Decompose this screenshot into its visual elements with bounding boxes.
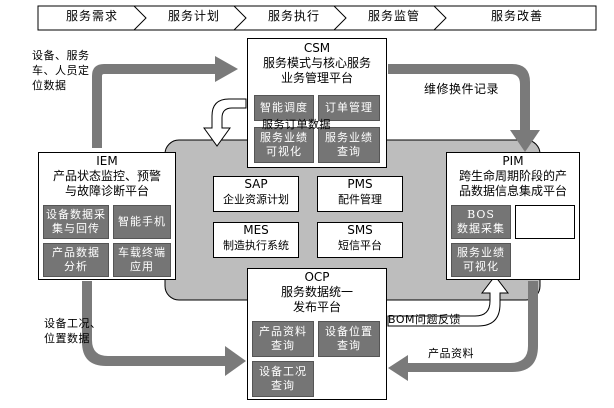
system-sap: SAP 企业资源计划: [213, 176, 299, 212]
arrow-iem-to-ocp: [82, 281, 246, 376]
iem-desc-2: 与故障诊断平台: [64, 184, 149, 198]
csm-name: CSM: [303, 41, 331, 55]
iem-panel: IEM 产品状态监控、预警 与故障诊断平台 设备数据采 集与回传 智能手机 产品…: [38, 152, 176, 280]
csm-title: CSM 服务模式与核心服务 业务管理平台: [248, 39, 386, 86]
stage-chevrons: [37, 5, 597, 31]
system-pms-name: PMS: [347, 177, 373, 191]
stage-label-4: 服务监管: [367, 8, 420, 23]
iem-cell-smartphone: 智能手机: [113, 205, 171, 239]
system-pms-desc: 配件管理: [338, 193, 382, 206]
ocp-name: OCP: [304, 270, 330, 284]
system-sap-name: SAP: [244, 177, 268, 191]
iem-desc-1: 产品状态监控、预警: [52, 169, 161, 183]
csm-desc-1: 服务模式与核心服务: [262, 56, 371, 70]
csm-cell-scheduling: 智能调度: [254, 95, 314, 121]
system-sms-name: SMS: [347, 223, 373, 237]
arrow-bom-feedback: [387, 275, 510, 327]
pim-name: PIM: [502, 154, 524, 168]
pim-cell-empty: [515, 205, 575, 239]
system-sms: SMS 短信平台: [317, 222, 403, 258]
system-mes: MES 制造执行系统: [213, 222, 299, 258]
csm-panel: CSM 服务模式与核心服务 业务管理平台 智能调度 订单管理 服务业绩 可视化 …: [247, 38, 387, 168]
csm-desc-2: 业务管理平台: [280, 71, 353, 85]
label-bom-feedback: BOM问题反馈: [388, 313, 462, 326]
arrow-device-location-to-csm: [92, 56, 238, 148]
csm-cell-order-management: 订单管理: [318, 95, 380, 121]
pim-cell-bos: BOS 数据采集: [451, 205, 511, 239]
label-product-info: 产品资料: [428, 347, 474, 360]
arrow-product-info: [388, 281, 538, 381]
ocp-cell-device-condition: 设备工况 查询: [252, 361, 314, 397]
label-condition-location: 设备工况、 位置数据: [44, 317, 102, 345]
system-mes-desc: 制造执行系统: [223, 239, 289, 252]
arrow-order-data: [203, 98, 247, 147]
label-location-data: 设备、服务 车、人员定 位数据: [32, 49, 90, 92]
pim-title: PIM 跨生命周期阶段的产 品数据信息集成平台: [447, 153, 579, 199]
pim-desc-1: 跨生命周期阶段的产: [458, 169, 567, 183]
iem-cell-product-analysis: 产品数据 分析: [43, 243, 109, 277]
stage-label-2: 服务计划: [167, 8, 220, 23]
iem-cell-vehicle-terminal: 车载终端 应用: [113, 243, 171, 277]
pim-desc-2: 品数据信息集成平台: [458, 184, 567, 198]
iem-cell-data-collection: 设备数据采 集与回传: [43, 205, 109, 239]
ocp-panel: OCP 服务数据统一 发布平台 产品资料 查询 设备位置 查询 设备工况 查询: [247, 268, 387, 400]
pim-panel: PIM 跨生命周期阶段的产 品数据信息集成平台 BOS 数据采集 服务业绩 可视…: [446, 152, 580, 280]
stage-label-1: 服务需求: [65, 8, 118, 23]
ocp-cell-device-location: 设备位置 查询: [318, 321, 380, 357]
pim-cell-performance-visual: 服务业绩 可视化: [451, 243, 511, 277]
stage-label-5: 服务改善: [490, 8, 543, 23]
ocp-cell-product-info: 产品资料 查询: [252, 321, 314, 357]
label-order-data: 服务订单数据: [262, 118, 331, 131]
system-sap-desc: 企业资源计划: [223, 193, 289, 206]
csm-cell-performance-query: 服务业绩 查询: [318, 127, 380, 163]
ocp-desc-2: 发布平台: [292, 300, 341, 314]
ocp-desc-1: 服务数据统一: [280, 285, 353, 299]
ocp-title: OCP 服务数据统一 发布平台: [248, 269, 386, 315]
stage-chevron-5: [432, 5, 597, 31]
system-sms-desc: 短信平台: [338, 239, 382, 252]
stage-label-3: 服务执行: [267, 8, 320, 23]
iem-title: IEM 产品状态监控、预警 与故障诊断平台: [39, 153, 175, 199]
iem-name: IEM: [96, 154, 118, 168]
label-repair-record: 维修换件记录: [424, 82, 500, 96]
system-pms: PMS 配件管理: [317, 176, 403, 212]
arrow-csm-to-pim: [388, 64, 540, 152]
system-mes-name: MES: [243, 223, 269, 237]
csm-cell-performance-visual: 服务业绩 可视化: [254, 127, 314, 163]
